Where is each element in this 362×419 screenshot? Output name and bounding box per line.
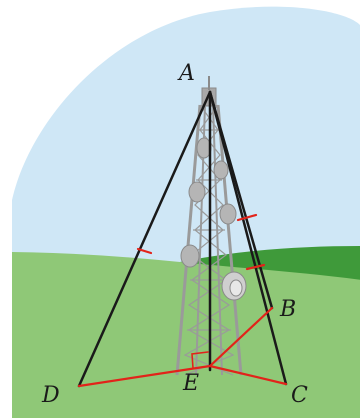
tower-icon [175,76,243,376]
label-E: E [182,371,199,396]
tick-AB [236,213,258,222]
guy-wires [77,90,288,388]
base-lines [77,213,288,388]
label-A: A [177,61,195,86]
label-D: D [41,383,60,408]
line-DE [77,364,212,388]
satellite-dish-icon [180,137,247,301]
line-AB [208,90,274,310]
line-AC [208,90,288,386]
right-angle-marker [191,351,209,369]
tick-AD [136,247,153,255]
line-EC [208,364,288,386]
label-B: B [279,297,296,322]
tick-AC [245,263,266,271]
line-AD [77,90,212,388]
line-EB [208,306,274,368]
label-C: C [291,383,308,408]
